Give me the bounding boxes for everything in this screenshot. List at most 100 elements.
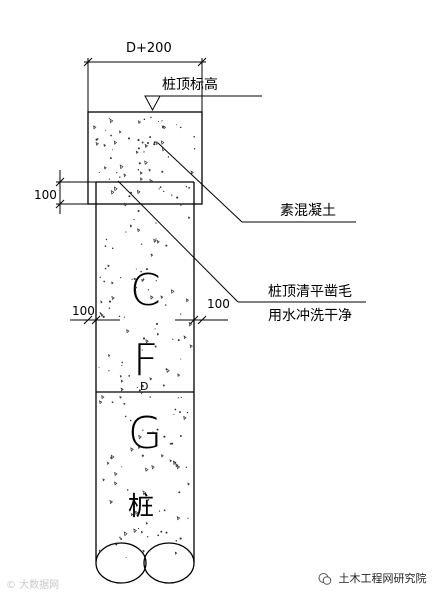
concrete-speck xyxy=(126,329,130,334)
concrete-speck xyxy=(104,245,107,247)
concrete-speck xyxy=(185,298,190,303)
concrete-speck xyxy=(103,143,107,147)
concrete-speck xyxy=(188,187,190,189)
concrete-speck xyxy=(144,143,149,149)
concrete-speck xyxy=(174,408,177,411)
concrete-speck xyxy=(95,138,98,141)
concrete-speck xyxy=(180,313,182,315)
concrete-speck xyxy=(188,251,190,253)
concrete-speck xyxy=(188,551,190,553)
concrete-speck xyxy=(156,332,160,336)
concrete-speck xyxy=(146,141,150,145)
concrete-speck xyxy=(142,278,145,281)
concrete-speck xyxy=(166,368,170,373)
concrete-speck xyxy=(119,164,124,170)
concrete-speck xyxy=(108,300,112,303)
top-offset-dimension: 100 xyxy=(34,170,96,214)
width-dimension-label: D+200 xyxy=(126,41,172,56)
concrete-speck xyxy=(98,366,100,368)
concrete-speck xyxy=(185,466,188,468)
concrete-speck xyxy=(161,125,165,129)
concrete-speck xyxy=(110,134,112,137)
concrete-speck xyxy=(138,389,141,392)
concrete-speck xyxy=(154,345,157,348)
concrete-speck xyxy=(104,166,107,170)
concrete-speck xyxy=(161,454,164,458)
concrete-speck xyxy=(183,415,187,421)
concrete-speck xyxy=(107,264,110,268)
concrete-speck xyxy=(124,415,127,418)
concrete-speck xyxy=(118,315,121,317)
concrete-speck xyxy=(180,358,182,360)
concrete-speck xyxy=(156,239,160,244)
concrete-speck xyxy=(137,228,141,233)
concrete-speck xyxy=(138,446,141,450)
concrete-speck xyxy=(142,549,145,553)
concrete-speck xyxy=(152,431,154,433)
concrete-speck xyxy=(109,499,113,505)
concrete-speck xyxy=(141,278,145,283)
concrete-speck xyxy=(149,396,151,398)
plain-concrete-leader: 素混凝土 xyxy=(157,142,356,223)
watermark-right: 土木工程网研究院 xyxy=(318,570,427,586)
concrete-speck xyxy=(187,482,190,486)
concrete-speck xyxy=(170,289,175,294)
concrete-speckle-texture xyxy=(93,116,196,559)
concrete-speck xyxy=(172,460,177,466)
concrete-speck xyxy=(142,429,144,431)
concrete-speck xyxy=(174,551,178,555)
concrete-speck xyxy=(158,510,161,512)
concrete-speck xyxy=(155,322,159,325)
concrete-speck xyxy=(140,391,143,395)
concrete-speck xyxy=(137,189,141,195)
concrete-speck xyxy=(161,170,164,173)
concrete-speck xyxy=(150,253,154,257)
concrete-speck xyxy=(176,196,179,199)
pile-top-elevation-label: 桩顶标高 xyxy=(162,76,218,93)
concrete-speck xyxy=(104,267,107,270)
concrete-speck xyxy=(178,491,181,494)
concrete-speck xyxy=(175,463,179,468)
concrete-speck xyxy=(187,517,189,520)
concrete-speck xyxy=(121,466,123,468)
concrete-speck xyxy=(179,435,182,437)
concrete-speck xyxy=(153,143,156,146)
concrete-speck xyxy=(141,141,144,144)
concrete-speck xyxy=(138,162,141,165)
concrete-speck xyxy=(129,191,133,194)
concrete-speck xyxy=(137,168,140,171)
concrete-speck xyxy=(139,506,141,508)
concrete-speck xyxy=(110,190,115,195)
concrete-speck xyxy=(154,328,156,330)
pile-letter-g: G xyxy=(128,408,162,459)
concrete-speck xyxy=(150,295,154,300)
watermark-right-text: 土木工程网研究院 xyxy=(338,572,427,585)
concrete-cap-block xyxy=(87,111,203,205)
concrete-speck xyxy=(148,168,151,172)
concrete-speck xyxy=(111,247,114,250)
concrete-speck xyxy=(140,530,144,534)
concrete-speck xyxy=(110,454,115,460)
concrete-speck xyxy=(149,178,153,184)
concrete-speck xyxy=(120,379,124,383)
concrete-speck xyxy=(172,338,174,340)
concrete-speck xyxy=(175,540,178,542)
concrete-speck xyxy=(120,387,124,392)
concrete-speck xyxy=(155,238,157,240)
concrete-speck xyxy=(188,321,193,327)
concrete-speck xyxy=(114,481,118,486)
roughen-note-line2: 用水冲洗干净 xyxy=(268,308,352,324)
right-offset-dimension: 100 xyxy=(175,297,230,325)
plain-concrete-label: 素混凝土 xyxy=(280,203,336,219)
concrete-speck xyxy=(165,531,168,534)
concrete-speck xyxy=(158,188,160,190)
concrete-speck xyxy=(149,377,153,381)
concrete-speck xyxy=(123,542,125,544)
concrete-speck xyxy=(139,171,143,175)
concrete-speck xyxy=(128,375,131,377)
concrete-speck xyxy=(145,467,149,472)
concrete-speck xyxy=(127,137,131,140)
concrete-speck xyxy=(100,300,103,304)
pile-letter-c: C xyxy=(130,265,161,316)
concrete-speck xyxy=(121,365,123,367)
